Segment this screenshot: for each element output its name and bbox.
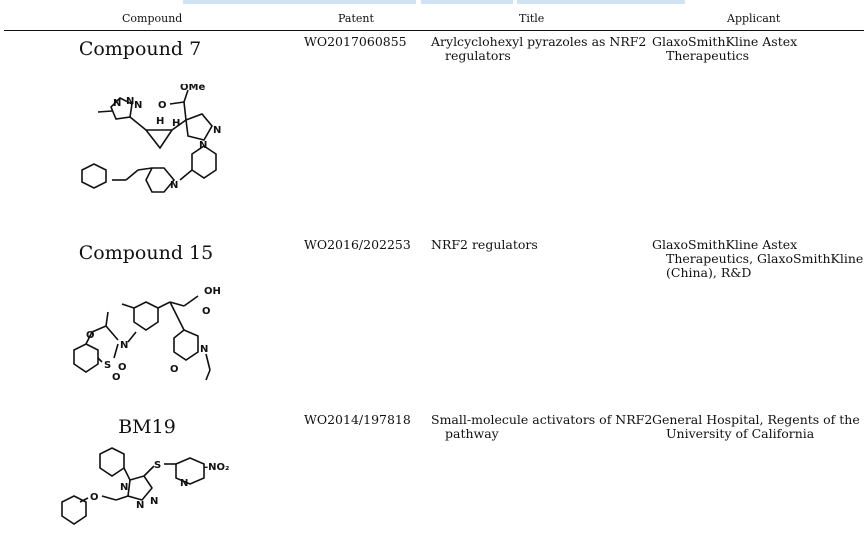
patent-title: Arylcyclohexyl pyrazoles as NRF2 regulat… — [431, 34, 647, 63]
svg-text:S: S — [104, 360, 111, 371]
header-rule — [4, 30, 864, 31]
patent-applicant: GlaxoSmithKline Astex Therapeutics — [652, 34, 798, 63]
svg-text:N: N — [199, 140, 207, 151]
patent-applicant: General Hospital, Regents of the Univers… — [652, 412, 860, 441]
svg-text:N: N — [150, 496, 158, 507]
svg-text:N: N — [120, 482, 128, 493]
svg-text:O: O — [112, 372, 121, 383]
svg-text:H: H — [156, 116, 164, 127]
header-applicant: Applicant — [727, 12, 781, 25]
header-band-mid — [421, 0, 513, 4]
svg-text:O: O — [86, 330, 95, 341]
patent-title: Small-molecule activators of NRF2 pathwa… — [431, 412, 653, 441]
svg-text:N: N — [213, 125, 221, 136]
svg-text:N: N — [170, 180, 178, 191]
svg-text:N: N — [200, 344, 208, 355]
patent-number: WO2017060855 — [304, 34, 407, 49]
svg-text:O: O — [170, 364, 179, 375]
header-compound: Compound — [122, 12, 183, 25]
header-title: Title — [519, 12, 545, 25]
svg-text:N: N — [134, 100, 142, 111]
patent-number: WO2016/202253 — [304, 237, 411, 252]
svg-text:S: S — [154, 460, 161, 471]
compound-name: Compound 15 — [78, 242, 214, 264]
compound-name: BM19 — [118, 416, 176, 438]
svg-text:H: H — [172, 118, 180, 129]
svg-text:-NO₂: -NO₂ — [204, 462, 229, 473]
compound-15-structure: O N S O O OH O N O — [73, 286, 221, 383]
svg-text:OH: OH — [204, 286, 221, 297]
patent-title: NRF2 regulators — [431, 237, 538, 252]
patent-number: WO2014/197818 — [304, 412, 411, 427]
header-patent: Patent — [338, 12, 374, 25]
header-band-left — [183, 0, 416, 4]
compound-name: Compound 7 — [78, 38, 202, 60]
svg-text:O: O — [158, 100, 167, 111]
svg-text:N: N — [120, 340, 128, 351]
svg-text:OMe: OMe — [180, 84, 205, 93]
svg-text:N: N — [180, 478, 188, 489]
header-band-right — [517, 0, 685, 4]
svg-text:N: N — [126, 96, 134, 107]
svg-text:N: N — [136, 500, 144, 511]
svg-text:O: O — [90, 492, 99, 503]
compound-7-structure: N N N H H N N O OMe N — [81, 84, 221, 193]
patent-applicant: GlaxoSmithKline Astex Therapeutics, Glax… — [652, 237, 864, 280]
svg-text:O: O — [118, 362, 127, 373]
svg-text:O: O — [202, 306, 211, 317]
bm19-structure: N N N S N -NO₂ O — [61, 447, 229, 525]
svg-text:N: N — [113, 98, 121, 109]
